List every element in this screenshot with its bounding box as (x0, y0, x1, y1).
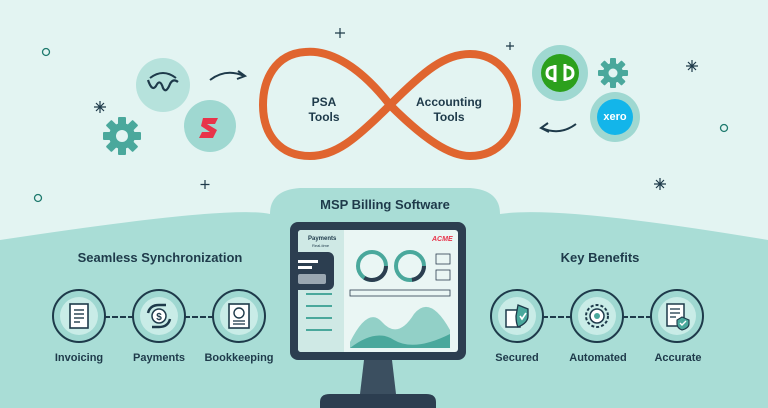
xero-logo-text: xero (597, 99, 633, 135)
s-logo-icon (199, 118, 218, 138)
automated-label: Automated (569, 352, 627, 364)
screen-dashboard (306, 250, 451, 348)
sync-connector-2 (184, 316, 214, 318)
automated-node (570, 289, 624, 343)
quickbooks-logo (532, 45, 588, 101)
payments-label: Payments (133, 352, 185, 364)
screen-sidebar (298, 230, 344, 352)
s-logo (184, 100, 236, 152)
accounting-tools-label: Accounting Tools (416, 95, 482, 124)
invoicing-label: Invoicing (54, 352, 104, 364)
infinity-loop (258, 47, 522, 161)
invoicing-node (52, 289, 106, 343)
benefits-connector-1 (542, 316, 572, 318)
gear-icon-right (598, 58, 628, 88)
software-title: MSP Billing Software (320, 197, 450, 212)
svg-text:$: $ (156, 312, 162, 323)
ledger-icon (228, 303, 250, 329)
screen-brand: ACME (432, 236, 453, 243)
arrow-right-icon (209, 70, 248, 81)
monitor-stand (320, 360, 436, 408)
bookkeeping-node (212, 289, 266, 343)
bookkeeping-label: Bookkeeping (204, 352, 274, 364)
payments-node: $ (132, 289, 186, 343)
benefits-connector-2 (622, 316, 652, 318)
secured-label: Secured (495, 352, 539, 364)
monitor: Payments Real-time ACME (290, 222, 466, 360)
checked-document-icon (666, 303, 690, 331)
sync-title: Seamless Synchronization (77, 250, 243, 265)
xero-logo: xero (590, 92, 640, 142)
benefits-title: Key Benefits (560, 250, 640, 265)
gear-icon (103, 117, 141, 155)
invoice-icon (69, 303, 89, 329)
wiggle-logo (136, 58, 190, 112)
accurate-node (650, 289, 704, 343)
secured-node (490, 289, 544, 343)
floating-card (292, 252, 334, 290)
accurate-label: Accurate (654, 352, 702, 364)
screen-tab-sub: Real-time (312, 243, 330, 248)
wiggle-logo-icon (146, 72, 179, 92)
automation-icon (585, 304, 609, 328)
sync-connector-1 (104, 316, 134, 318)
shield-check-icon (505, 304, 529, 328)
psa-tools-label: PSA Tools (308, 95, 340, 124)
screen-tab: Payments (308, 236, 337, 242)
payment-cycle-icon: $ (146, 303, 172, 329)
arrow-left-icon (539, 122, 577, 133)
quickbooks-logo-icon (541, 54, 579, 92)
monitor-screen: Payments Real-time ACME (298, 230, 458, 352)
